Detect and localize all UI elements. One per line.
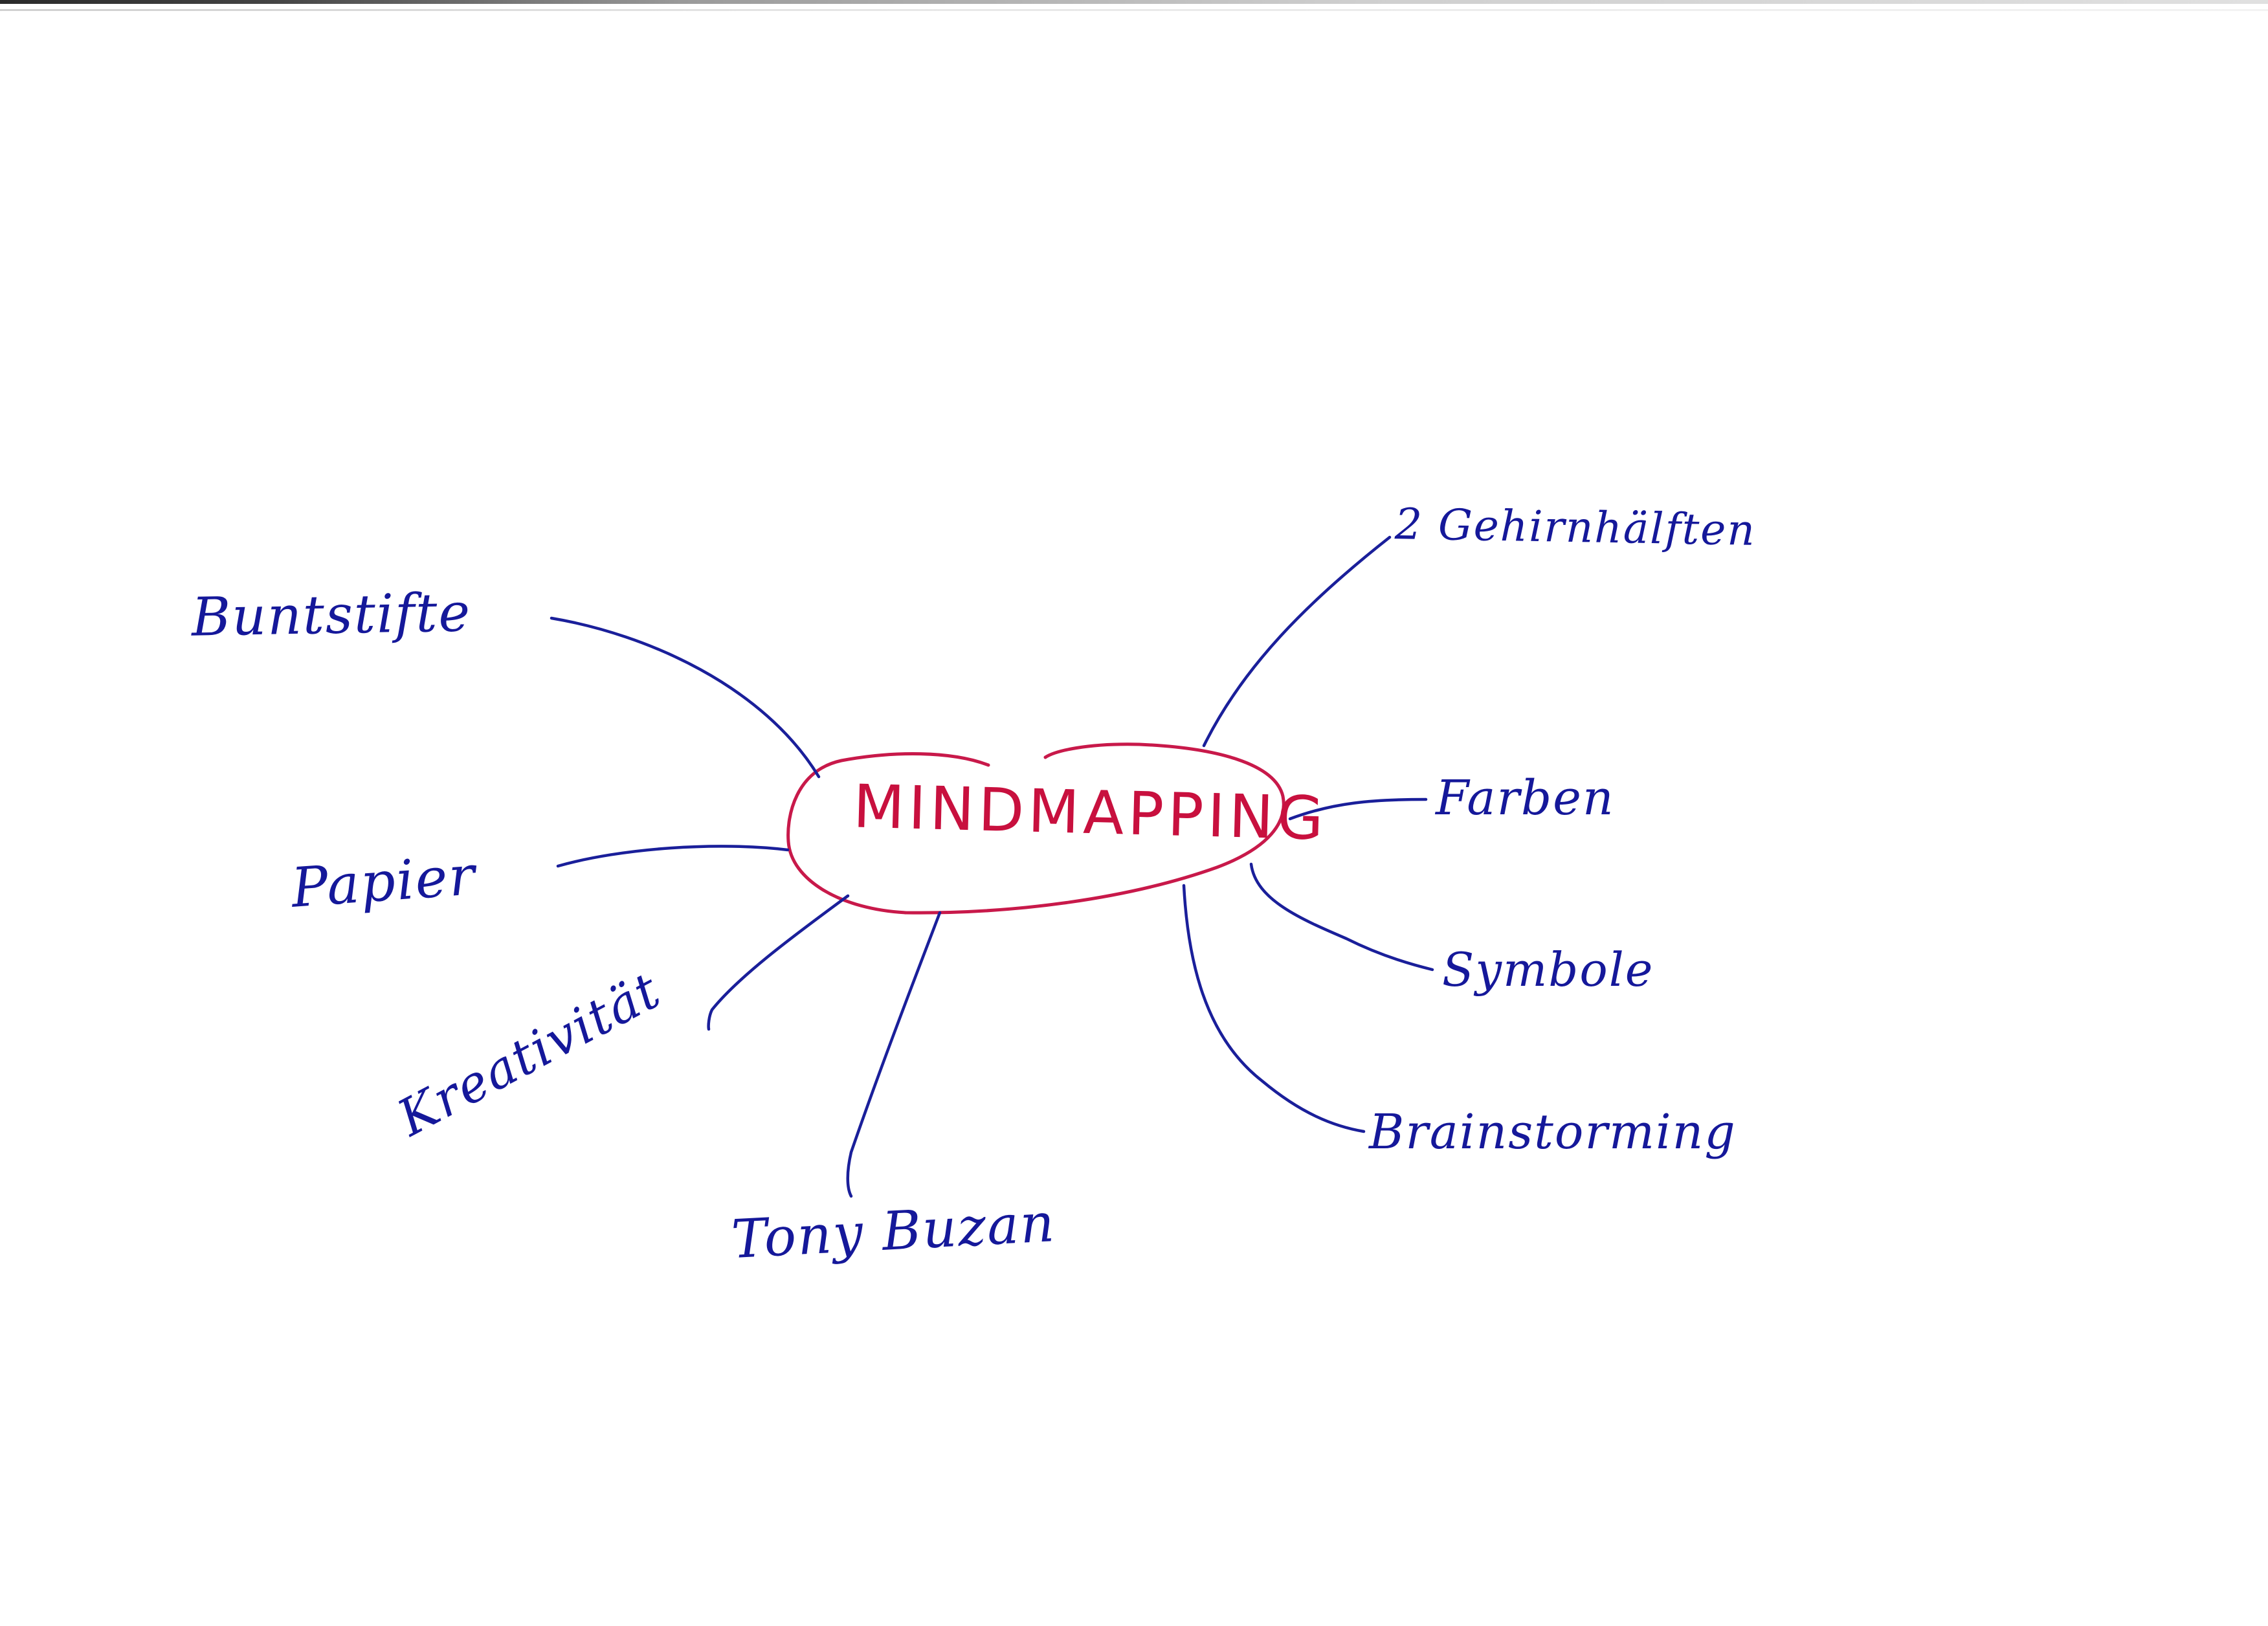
branch-label-buntstifte: Buntstifte (191, 582, 472, 649)
scan-top-edge (0, 0, 2268, 4)
branch-label-2-gehirnhaelften: 2 Gehirnhälften (1394, 499, 1757, 555)
center-ellipse (786, 742, 1285, 915)
branch-line-farben (1288, 797, 1428, 821)
branch-line-2-gehirnhaelften (1202, 535, 1392, 748)
branch-line-symbole (1249, 862, 1434, 972)
branch-label-farben: Farben (1436, 770, 1615, 826)
branch-line-papier (556, 845, 790, 868)
branch-line-buntstifte (550, 616, 821, 779)
scan-top-edge-shadow (0, 9, 2268, 11)
branch-label-symbole: Symbole (1442, 942, 1654, 997)
center-topic-label: MINDMAPPING (852, 772, 1328, 854)
branch-line-brainstorming (1182, 884, 1366, 1133)
branch-line-tony-buzan (846, 911, 942, 1198)
branch-line-kreativitaet (707, 894, 850, 1031)
branch-label-brainstorming: Brainstorming (1369, 1104, 1737, 1160)
branch-label-papier: Papier (289, 843, 478, 920)
